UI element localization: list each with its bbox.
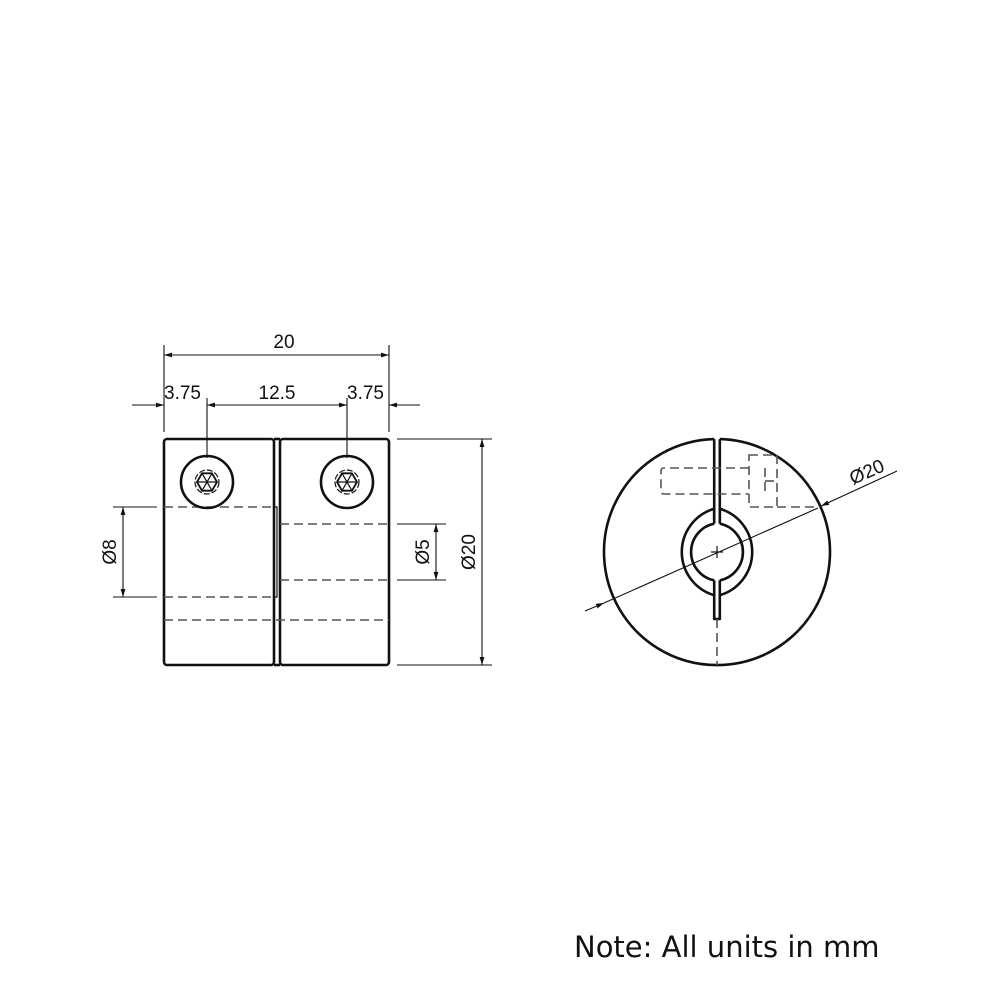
dim-text-right-bore: Ø5 (413, 539, 434, 564)
hex-socket-icon (334, 469, 360, 495)
outer-circle (602, 437, 832, 667)
dim-outer-diameter-end: Ø20 (584, 456, 898, 612)
dim-text-overall-length: 20 (273, 332, 294, 353)
bore-inner (689, 522, 745, 582)
dim-left-bore: Ø8 (100, 506, 157, 598)
dim-outer-diameter-side: Ø20 (397, 438, 492, 666)
dim-text-left-screw-offset: 3.75 (164, 383, 201, 404)
hidden-clamp-screw-icon (660, 454, 820, 508)
bore-ring-outer (680, 507, 754, 597)
dim-right-bore: Ø5 (397, 523, 446, 581)
left-clamp-screw (179, 454, 235, 510)
hex-socket-icon (194, 469, 220, 495)
center-web (274, 506, 278, 598)
dim-text-right-screw-offset: 3.75 (347, 383, 384, 404)
dim-overall-length: 20 (163, 332, 390, 432)
side-view: 20 3.75 12.5 3.75 Ø8 Ø5 (100, 332, 492, 667)
end-view: Ø20 (584, 437, 898, 667)
right-hub-body (278, 437, 391, 667)
right-clamp-screw (319, 454, 375, 510)
dim-text-left-bore: Ø8 (100, 539, 121, 564)
center-mark-icon (711, 546, 723, 558)
units-note: Note: All units in mm (574, 930, 880, 964)
dim-screw-positions: 3.75 12.5 3.75 (132, 383, 420, 458)
dim-text-screw-spacing: 12.5 (259, 383, 296, 404)
slot-lower (712, 580, 722, 621)
dim-text-outer-diameter-side: Ø20 (459, 534, 480, 570)
left-hub-body (162, 437, 276, 667)
